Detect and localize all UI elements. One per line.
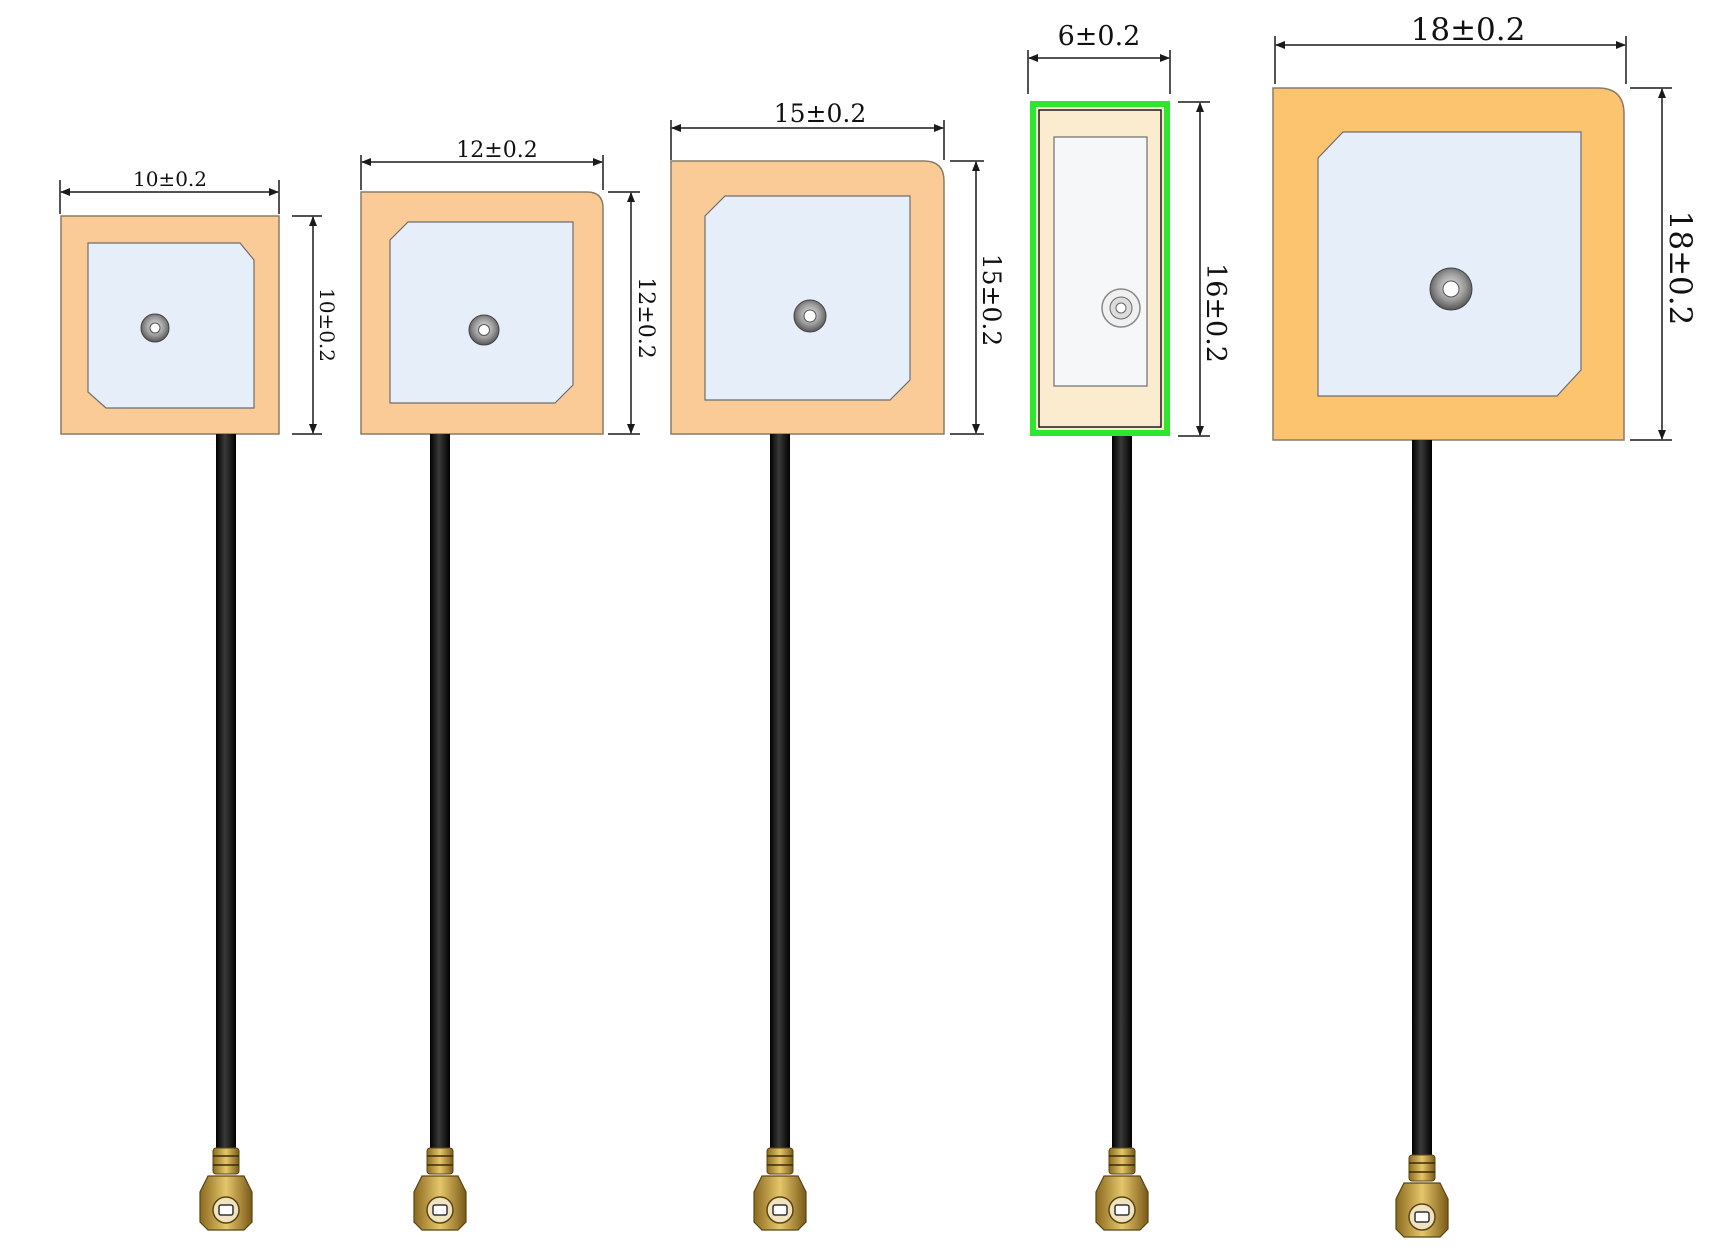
u.fl-connector-icon: [1395, 1154, 1449, 1238]
antenna-12: 12±0.2 12±0.2: [360, 138, 658, 1231]
width-label: 18±0.2: [1411, 12, 1526, 48]
highlight-border: [1030, 101, 1170, 436]
height-label: 12±0.2: [633, 277, 658, 358]
antenna-10: 10±0.2 10±0.2: [59, 167, 339, 1231]
height-dimension: 12±0.2: [608, 191, 658, 435]
height-dimension: 18±0.2: [1630, 87, 1698, 441]
coax-cable: [216, 434, 236, 1149]
width-dimension: 10±0.2: [59, 167, 280, 214]
patch-element: [389, 221, 574, 404]
height-dimension: 10±0.2: [292, 215, 339, 435]
highlight-inner-line: [1038, 109, 1162, 428]
height-label: 18±0.2: [1662, 211, 1698, 326]
patch-element: [704, 195, 911, 401]
feed-point-icon: [1101, 288, 1141, 328]
coax-cable: [1112, 436, 1132, 1149]
feed-point-icon: [793, 299, 827, 333]
width-label: 6±0.2: [1058, 21, 1141, 52]
feed-point-icon: [1429, 267, 1473, 311]
height-label: 16±0.2: [1200, 263, 1231, 363]
antenna-18: 18±0.2 18±0.2: [1272, 12, 1698, 1238]
width-dimension: 6±0.2: [1027, 21, 1171, 94]
width-dimension: 18±0.2: [1274, 12, 1627, 84]
width-label: 12±0.2: [456, 138, 537, 163]
width-dimension: 12±0.2: [360, 138, 604, 190]
u.fl-connector-icon: [753, 1147, 807, 1231]
height-dimension: 16±0.2: [1178, 101, 1231, 437]
width-label: 10±0.2: [133, 167, 207, 191]
width-dimension: 15±0.2: [670, 99, 945, 160]
u.fl-connector-icon: [1095, 1147, 1149, 1231]
feed-point-icon: [468, 314, 500, 346]
height-label: 10±0.2: [315, 288, 339, 362]
width-label: 15±0.2: [774, 99, 867, 128]
height-dimension: 15±0.2: [950, 160, 1006, 435]
coax-cable: [1412, 440, 1432, 1156]
patch-element: [1317, 131, 1582, 397]
feed-point-icon: [140, 313, 170, 343]
coax-cable: [770, 434, 790, 1149]
patch-element: [1053, 136, 1148, 387]
antenna-6x16: 6±0.2 16±0.2: [1027, 21, 1231, 1231]
u.fl-connector-icon: [413, 1147, 467, 1231]
u.fl-connector-icon: [199, 1147, 253, 1231]
height-label: 15±0.2: [977, 254, 1006, 347]
patch-element: [87, 242, 255, 409]
coax-cable: [430, 434, 450, 1149]
antenna-15: 15±0.2 15±0.2: [670, 99, 1006, 1231]
